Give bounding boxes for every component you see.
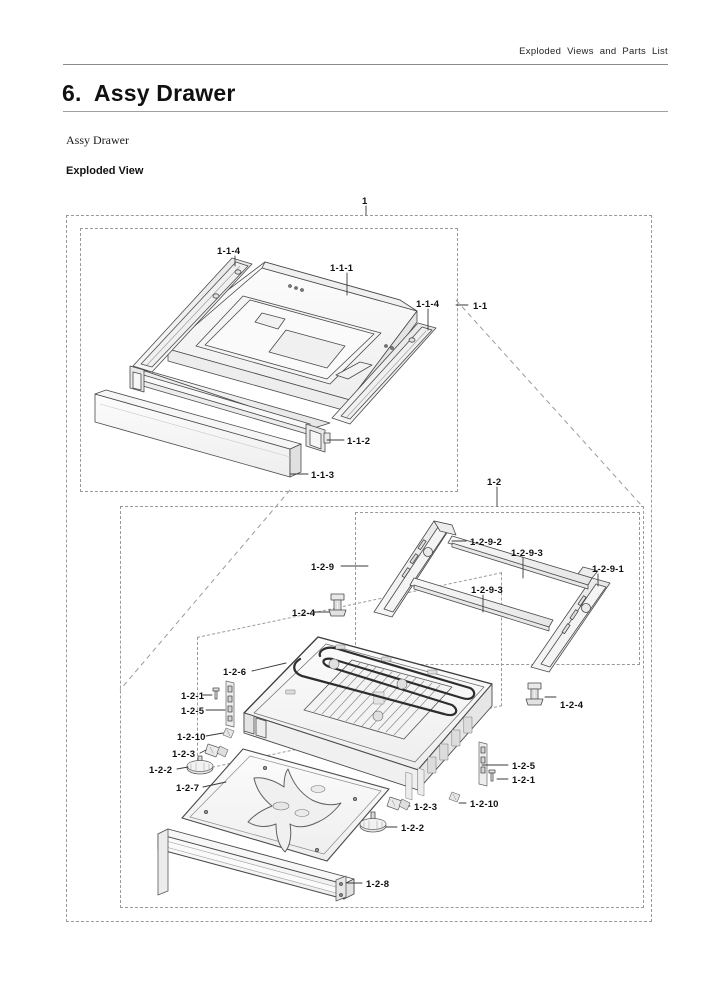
part-label-1-2-6-11: 1-2-6 — [223, 667, 247, 678]
part-label-1-2-9-2-5: 1-2-9-2 — [470, 537, 503, 548]
part-label-1-2-1-12: 1-2-1 — [181, 691, 205, 702]
assembly-label-1-1: 1-1 — [473, 301, 488, 312]
part-label-1-2-5-13: 1-2-5 — [181, 706, 205, 717]
part-label-1-2-4-9: 1-2-4 — [292, 608, 316, 619]
group-box-1-2 — [120, 506, 644, 908]
group-box-1-2-9 — [355, 512, 640, 665]
part-label-1-2-5-18: 1-2-5 — [512, 761, 536, 772]
part-label-1-2-9-3-7: 1-2-9-3 — [471, 585, 504, 596]
part-label-1-2-10-21: 1-2-10 — [470, 799, 499, 810]
group-box-1-1 — [80, 228, 458, 492]
part-label-1-2-2-22: 1-2-2 — [401, 823, 425, 834]
part-label-1-2-2-16: 1-2-2 — [149, 765, 173, 776]
group-box-1 — [66, 215, 652, 922]
part-label-1-2-10-14: 1-2-10 — [177, 732, 206, 743]
part-label-1-2-4-10: 1-2-4 — [560, 700, 584, 711]
part-label-1-2-3-20: 1-2-3 — [414, 802, 438, 813]
page-title: 6. Assy Drawer — [62, 80, 236, 106]
part-label-1-1-3-4: 1-1-3 — [311, 470, 335, 481]
part-label-1-1-1-1: 1-1-1 — [330, 263, 354, 274]
part-label-1-1-4-0: 1-1-4 — [217, 246, 241, 257]
part-label-1-1-2-3: 1-1-2 — [347, 436, 371, 447]
part-label-1-2-3-15: 1-2-3 — [172, 749, 196, 760]
assembly-subtitle: Assy Drawer — [66, 133, 129, 147]
running-head: Exploded Views and Parts List — [519, 46, 668, 57]
assembly-label-1-2-9: 1-2-9 — [311, 562, 335, 573]
part-label-1-2-1-19: 1-2-1 — [512, 775, 536, 786]
assembly-label-1-2: 1-2 — [487, 477, 502, 488]
section-heading: Exploded View — [66, 165, 144, 177]
title-rule — [63, 111, 668, 112]
part-label-1-1-4-2: 1-1-4 — [416, 299, 440, 310]
part-label-1-2-7-17: 1-2-7 — [176, 783, 200, 794]
header-rule — [63, 64, 668, 65]
part-label-1-2-9-3-6: 1-2-9-3 — [511, 548, 544, 559]
assembly-label-1: 1 — [362, 196, 368, 207]
part-label-1-2-9-1-8: 1-2-9-1 — [592, 564, 625, 575]
part-label-1-2-8-23: 1-2-8 — [366, 879, 390, 890]
